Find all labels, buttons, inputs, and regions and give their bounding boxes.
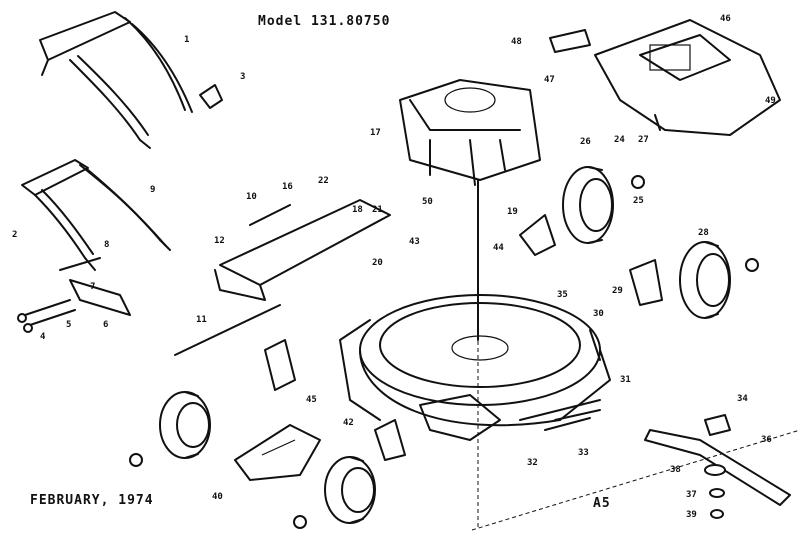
handle-rod [174,304,281,356]
deck-front-lip [419,394,501,441]
wheel-front-right [679,241,731,319]
height-adjuster-right [519,214,663,306]
callout-number: 26 [580,137,591,147]
callout-number: 45 [306,395,317,405]
callout-number: 29 [612,286,623,296]
engine-shroud [594,19,781,136]
callout-number: 5 [66,320,72,330]
callout-number: 18 [352,205,363,215]
hubcap-front-left [129,453,143,467]
callout-number: 38 [670,465,681,475]
callout-number: 32 [527,458,538,468]
callout-number: 19 [507,207,518,217]
hubcap-rear-right [631,175,645,189]
lower-handle [21,159,171,271]
wheel-rear-right [562,166,614,244]
callout-number: 48 [511,37,522,47]
callout-number: 44 [493,243,504,253]
handle-knob [199,84,223,109]
wheel-rear-left [324,456,376,524]
callout-number: 40 [212,492,223,502]
callout-number: 4 [40,332,46,342]
shroud-label [549,29,591,53]
callout-number: 30 [593,309,604,319]
callout-number: 24 [614,135,625,145]
upper-handle [39,11,193,149]
callout-number: 39 [686,510,697,520]
blade [644,414,791,506]
callout-number: 42 [343,418,354,428]
date-label: FEBRUARY, 1974 [30,493,154,508]
callout-number: 8 [104,240,110,250]
handle-bracket [59,257,131,316]
engine [399,79,541,341]
bolts-left [17,299,76,333]
callout-number: 20 [372,258,383,268]
callout-number: 10 [246,192,257,202]
callout-number: 9 [150,185,156,195]
callout-number: 22 [318,176,329,186]
callout-number: 6 [103,320,109,330]
callout-number: 35 [557,290,568,300]
callout-number: 46 [720,14,731,24]
callout-number: 43 [409,237,420,247]
rear-guard [234,424,321,481]
callout-number: 16 [282,182,293,192]
callout-number: 1 [184,35,190,45]
height-adjuster-left [264,339,406,461]
callout-number: 33 [578,448,589,458]
model-label: Model 131.80750 [258,14,391,29]
callout-number: 2 [12,230,18,240]
callout-number: 49 [765,96,776,106]
drive-shaft-line [471,180,800,531]
callout-number: 37 [686,490,697,500]
callout-number: 36 [761,435,772,445]
callout-number: 7 [90,282,96,292]
callout-number: 34 [737,394,748,404]
callout-number: 17 [370,128,381,138]
callout-number: 47 [544,75,555,85]
callout-number: 11 [196,315,207,325]
mower-deck [339,294,611,431]
callout-number: 3 [240,72,246,82]
callout-number: 28 [698,228,709,238]
wheel-front-left [159,391,211,459]
page-label: A5 [593,496,611,511]
callout-number: 12 [214,236,225,246]
hubcap-front-right [745,258,759,272]
callout-number: 21 [372,205,383,215]
callout-number: 31 [620,375,631,385]
blade-adapter-stack [704,464,726,519]
callout-number: 25 [633,196,644,206]
rear-baffle [214,199,391,301]
hubcap-rear-left [293,515,307,529]
callout-number: 50 [422,197,433,207]
callout-number: 27 [638,135,649,145]
